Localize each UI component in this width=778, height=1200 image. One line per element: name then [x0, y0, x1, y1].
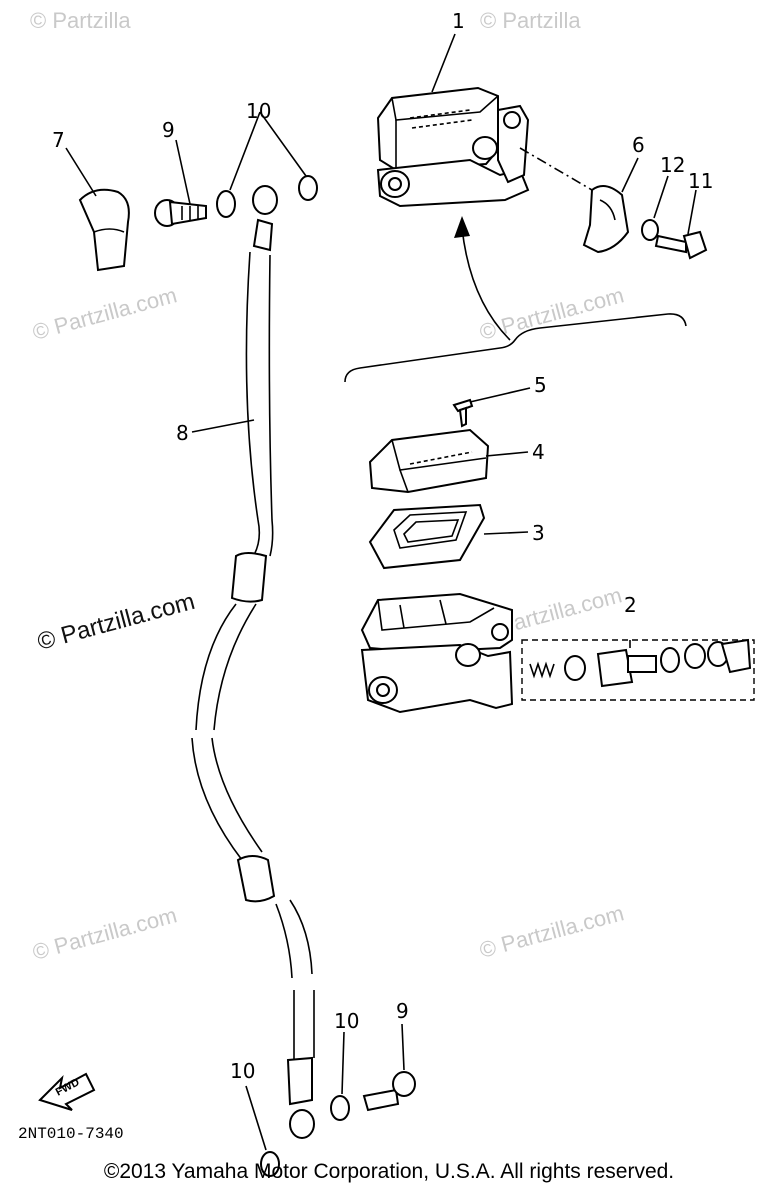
union-bolt-top	[154, 199, 207, 227]
assembly-arrow	[461, 227, 511, 341]
callout-10-bottom-mid: 10	[334, 1009, 359, 1033]
washer-top-left	[216, 190, 236, 218]
exploded-brace	[344, 313, 687, 383]
diagram-code: 2NT010-7340	[18, 1125, 124, 1143]
diaphragm-part-3	[368, 503, 486, 570]
assembly-arrow-head	[454, 216, 470, 238]
callout-7: 7	[52, 128, 65, 152]
callout-2: 2	[624, 593, 637, 617]
callout-9-bottom: 9	[396, 999, 409, 1023]
screw-part-5	[452, 398, 474, 428]
callout-10-top: 10	[246, 99, 271, 123]
callout-11: 11	[688, 169, 713, 193]
callout-3: 3	[532, 521, 545, 545]
callout-5: 5	[534, 373, 547, 397]
clamp-part	[582, 185, 630, 254]
washer-bottom-left	[260, 1151, 280, 1177]
watermark-top-right: © Partzilla	[480, 8, 581, 33]
watermark-group: © Partzilla © Partzilla © Partzilla.com …	[30, 8, 627, 965]
callout-4: 4	[532, 440, 545, 464]
assembly-dashed-axis	[519, 147, 593, 191]
callout-1: 1	[452, 9, 465, 33]
washer-top-right	[298, 175, 318, 201]
reservoir-cap-part-4	[368, 428, 490, 494]
brake-hose-part-8	[191, 218, 315, 1139]
callout-9-top: 9	[162, 118, 175, 142]
watermark-center: © Partzilla.com	[35, 588, 198, 656]
watermark-right-1: © Partzilla.com	[477, 282, 627, 345]
forward-arrow-icon: FWD	[38, 1072, 96, 1111]
callouts: 1 2 3 4 5 6 7 8 9 9 10 10 10 11 12	[52, 9, 713, 1083]
copyright-notice: ©2013 Yamaha Motor Corporation, U.S.A. A…	[103, 1160, 675, 1183]
washer-part-12	[641, 219, 659, 241]
banjo-fitting-top	[252, 185, 278, 215]
callout-12: 12	[660, 153, 685, 177]
cap-part-7	[78, 188, 130, 272]
bolt-part-11	[654, 230, 708, 260]
piston-kit-part-2	[521, 638, 755, 701]
cylinder-body	[360, 592, 514, 714]
watermark-left-1: © Partzilla.com	[30, 282, 180, 345]
callout-8: 8	[176, 421, 189, 445]
leader-lines	[65, 33, 697, 1151]
washer-bottom-mid	[330, 1095, 350, 1121]
watermark-top-left: © Partzilla	[30, 8, 131, 33]
callout-10-bottom-left: 10	[230, 1059, 255, 1083]
watermark-right-3: © Partzilla.com	[477, 900, 627, 963]
union-bolt-bottom	[362, 1071, 416, 1112]
master-cylinder-assembly	[376, 86, 530, 208]
callout-6: 6	[632, 133, 645, 157]
watermark-left-2: © Partzilla.com	[30, 902, 180, 965]
